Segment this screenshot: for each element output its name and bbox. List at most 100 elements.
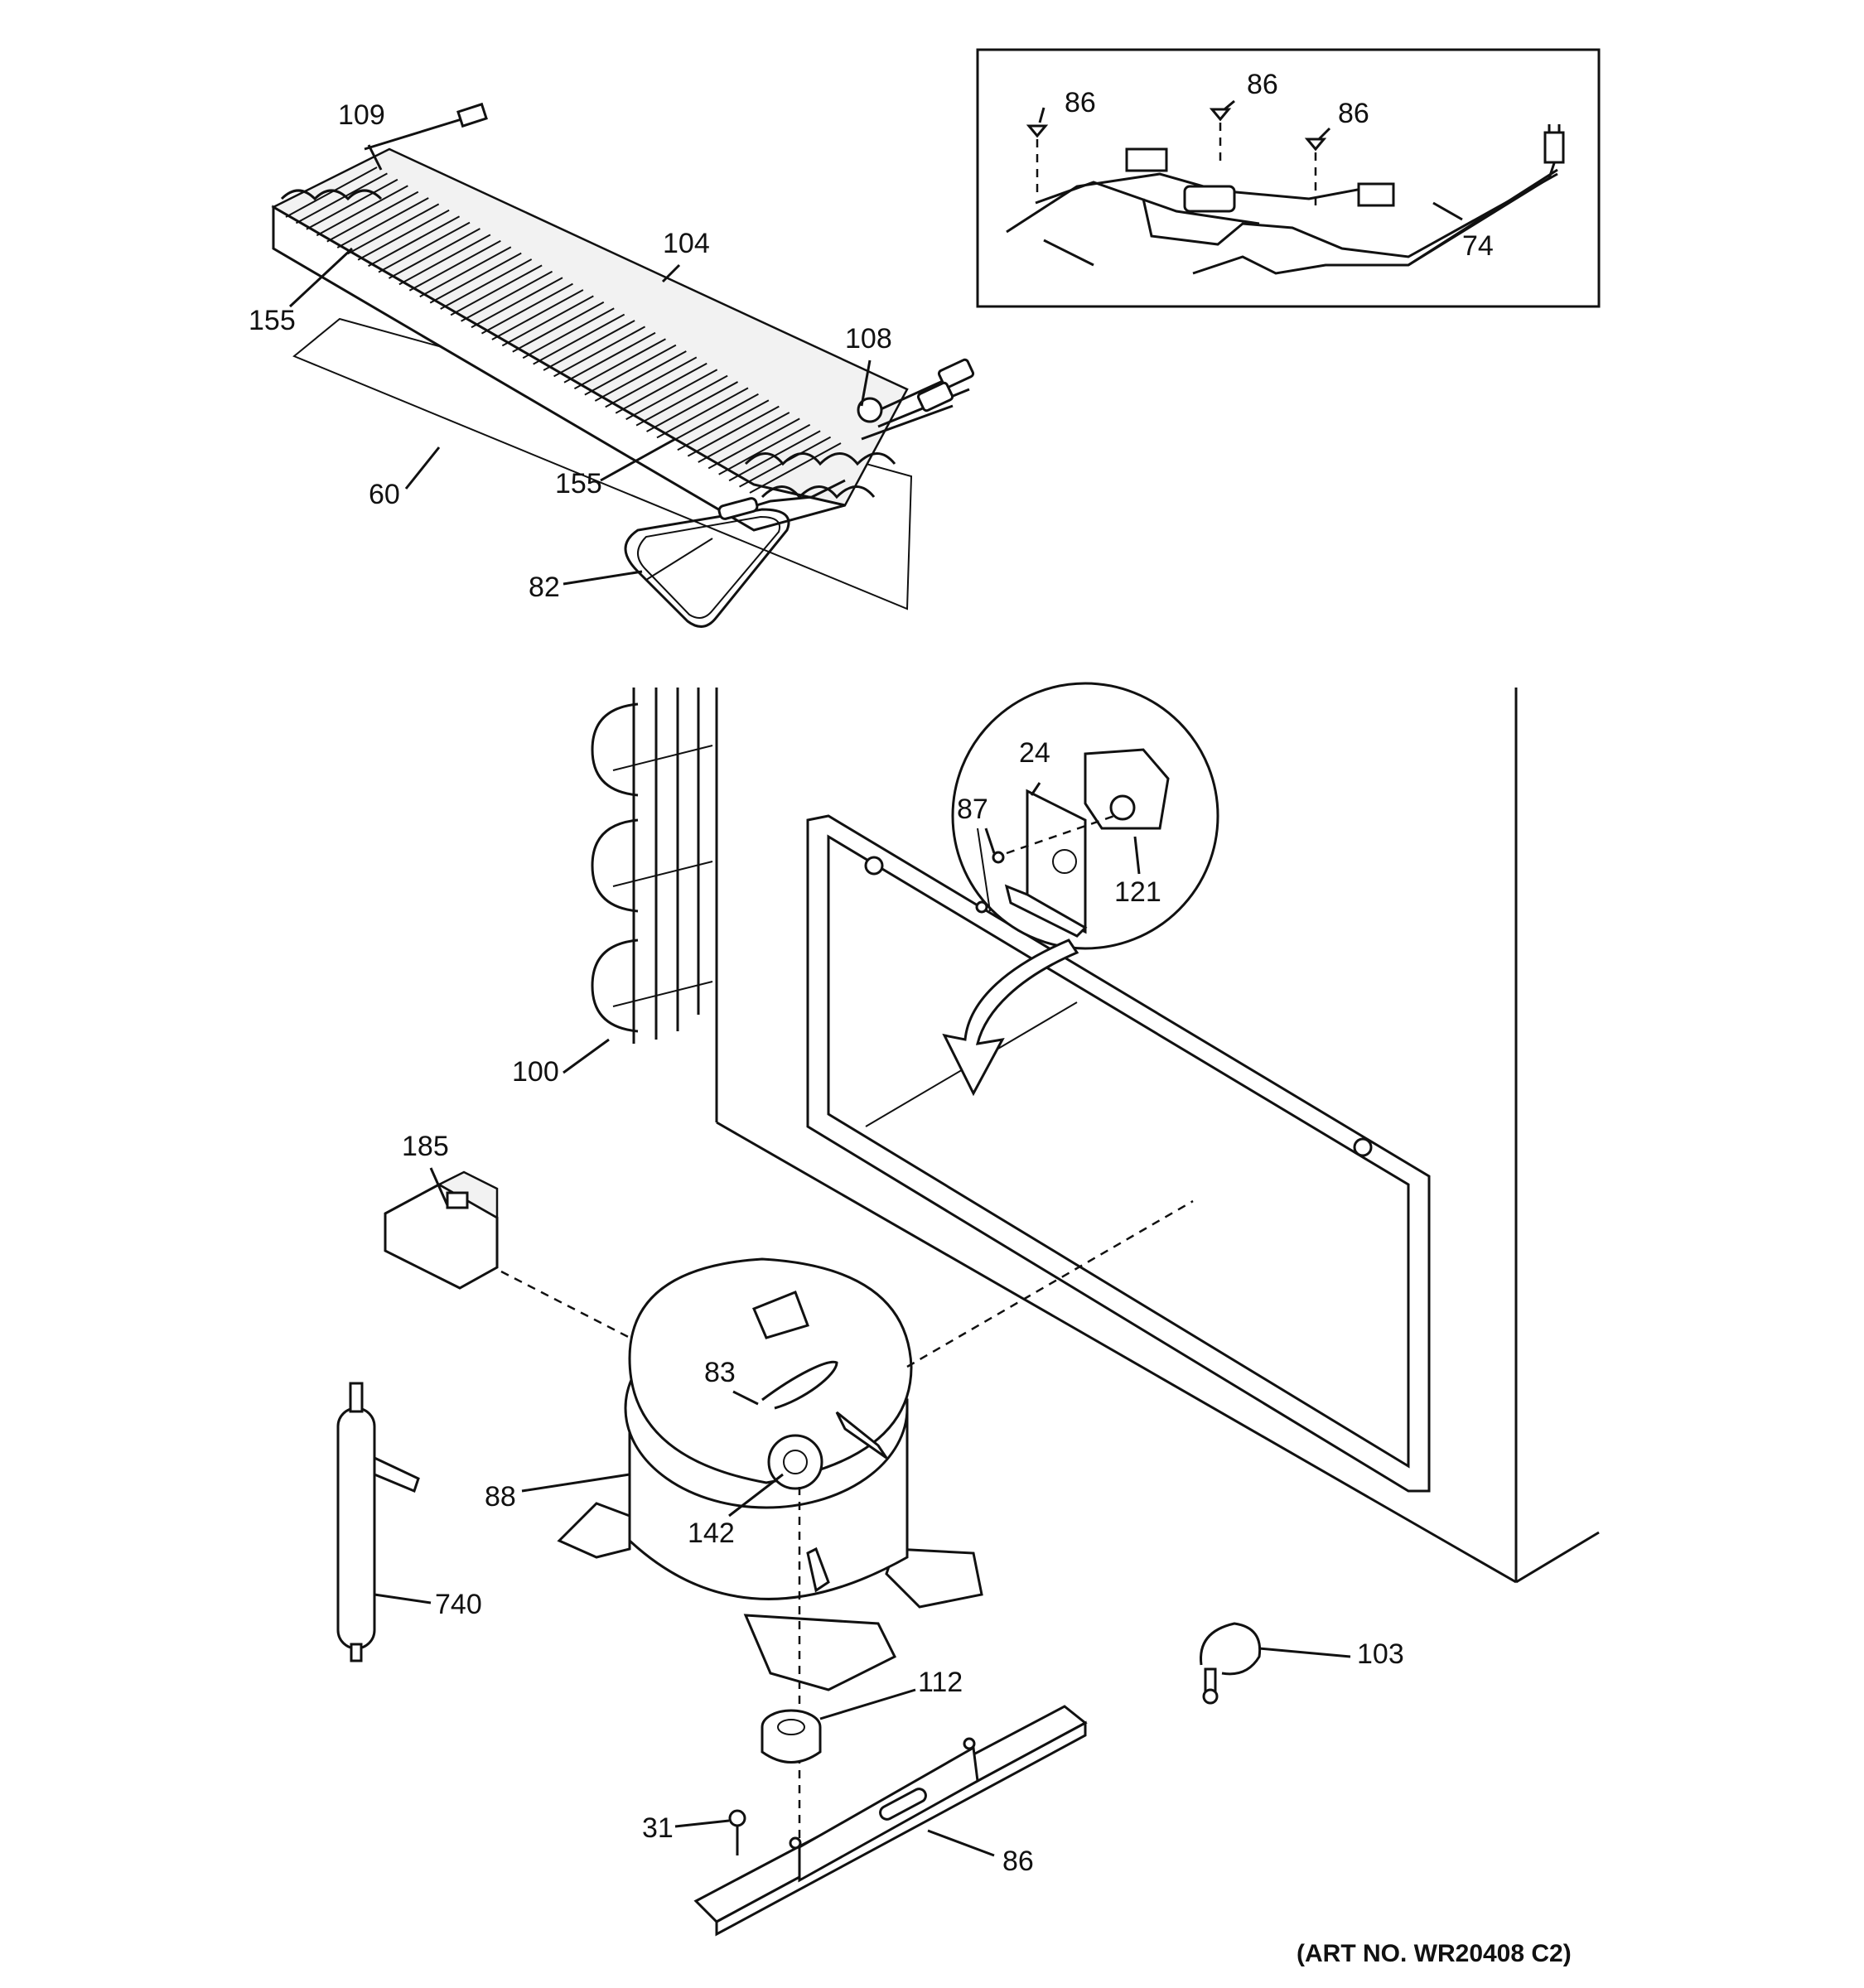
evaporator-fin <box>378 221 471 273</box>
screw-86-middle <box>1209 108 1232 166</box>
evaporator-fin <box>512 301 605 353</box>
compressor-base-right <box>885 1547 983 1609</box>
harness-connector-a <box>1125 147 1168 172</box>
compressor-base-left <box>557 1502 631 1559</box>
inset-frame <box>976 48 1601 308</box>
callout-121: 121 <box>1114 876 1161 908</box>
evaporator-fin <box>336 197 429 248</box>
evaporator-fin <box>326 191 419 243</box>
condenser-wire-1 <box>612 745 713 771</box>
evaporator-cover-sheet <box>292 317 913 610</box>
tube-end-cap <box>456 102 488 128</box>
leader-lines <box>288 99 1463 1857</box>
callout-185: 185 <box>402 1131 449 1162</box>
evaporator-fin <box>480 282 573 335</box>
evaporator-fin <box>605 356 698 408</box>
evaporator-fin <box>635 374 728 427</box>
art-number: (ART NO. WR20408 C2) <box>1297 1940 1572 1967</box>
detail-circle <box>942 682 1219 1097</box>
callout-labels: 109 104 155 155 108 60 82 86 86 86 74 24… <box>249 69 1572 1967</box>
evaporator-fin <box>440 258 533 310</box>
compressor-88 <box>557 1199 1194 1847</box>
callout-31: 31 <box>642 1812 674 1844</box>
drier-side-tube <box>373 1455 420 1493</box>
frame-hole-1 <box>864 856 884 876</box>
evaporator-return-bends <box>744 452 896 466</box>
evaporator-fin <box>522 307 615 359</box>
evaporator-fin <box>615 362 707 414</box>
screw-87-b <box>975 900 988 914</box>
screw-87-line <box>977 828 991 912</box>
callout-88: 88 <box>485 1481 516 1513</box>
motor-121 <box>1084 748 1170 830</box>
callout-109: 109 <box>338 99 385 131</box>
plate-hole-1 <box>789 1836 802 1850</box>
clip-83 <box>761 1360 838 1410</box>
detail-guide-line <box>1006 814 1115 855</box>
relay-terminal <box>446 1191 469 1209</box>
harness-connector-b <box>1183 185 1236 213</box>
detail-arrow <box>942 939 1079 1097</box>
harness-wire-1 <box>1006 172 1376 234</box>
harness-connector-c <box>1357 182 1395 207</box>
evaporator-fin <box>398 234 491 286</box>
screw-31 <box>728 1809 746 1855</box>
callout-86-middle: 86 <box>1247 69 1278 100</box>
cabinet-outline <box>715 688 1600 1584</box>
evaporator-fin <box>573 338 666 390</box>
evaporator-fin <box>357 209 450 261</box>
evaporator-fin <box>553 326 646 378</box>
evaporator-fin <box>687 405 780 457</box>
evaporator-assembly <box>271 102 975 628</box>
evaporator-return-bends-rear <box>280 189 383 201</box>
evaporator-fin <box>501 295 594 347</box>
cabinet-bottom-edge <box>716 1121 1517 1584</box>
callout-740: 740 <box>435 1589 482 1620</box>
discharge-tube <box>806 1546 830 1593</box>
callout-86-left: 86 <box>1065 87 1096 118</box>
evaporator-fin <box>429 252 522 304</box>
callout-112: 112 <box>918 1667 963 1698</box>
condenser-wire-3 <box>612 981 713 1007</box>
callout-60: 60 <box>369 479 400 510</box>
evaporator-front-face <box>272 205 846 532</box>
callout-104: 104 <box>663 228 710 259</box>
evaporator-fin <box>584 344 677 396</box>
callout-155-left: 155 <box>249 305 296 336</box>
evaporator-fin <box>471 277 563 329</box>
evaporator-fin <box>368 215 461 268</box>
plate-slot <box>879 1788 927 1821</box>
callout-100: 100 <box>512 1056 559 1088</box>
relay-185 <box>384 1170 639 1344</box>
cabinet-opening <box>827 834 1410 1469</box>
compressor-base-front <box>743 1614 897 1691</box>
harness-wire-2 <box>1035 181 1260 267</box>
evaporator-fin <box>408 239 501 292</box>
evaporator-fin <box>666 393 759 445</box>
evaporator-fin <box>306 178 398 230</box>
screw-head <box>728 1809 746 1827</box>
condenser-loop-3 <box>591 939 639 1033</box>
evaporator-fin <box>656 387 749 439</box>
evaporator-fin <box>316 185 408 237</box>
drier-body <box>336 1407 376 1650</box>
tube-connector <box>937 358 975 389</box>
drier-top-tube <box>349 1382 364 1413</box>
evaporator-fin <box>543 320 635 371</box>
evaporator-return-bends-lower <box>761 485 876 499</box>
frame-hole-2 <box>1353 1137 1373 1157</box>
evaporator-fins <box>285 166 842 494</box>
wiring-harness-inset <box>976 48 1601 308</box>
clamp-loop <box>1200 1622 1262 1676</box>
screw-86-left <box>1026 124 1049 197</box>
evaporator-fin <box>646 381 739 432</box>
thermistor-108 <box>857 397 883 423</box>
callout-103: 103 <box>1357 1638 1404 1670</box>
drier-740 <box>336 1382 420 1662</box>
evaporator-fin <box>491 289 584 340</box>
evaporator-fin <box>450 264 543 316</box>
callout-82: 82 <box>529 572 560 603</box>
callout-155-right: 155 <box>555 468 602 499</box>
condenser-coil <box>591 688 718 1044</box>
